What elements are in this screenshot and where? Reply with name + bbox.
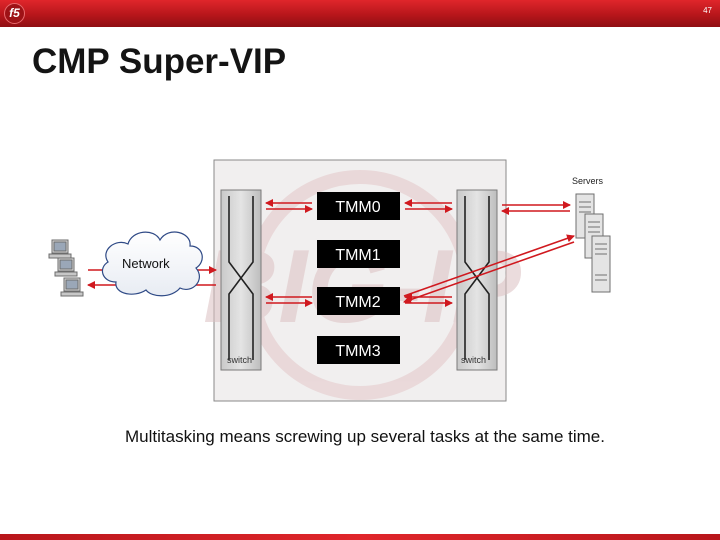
header-bar: f5 47 [0,0,720,27]
tmm-0-label: TMM0 [335,199,380,216]
tmm-0: TMM0 [317,192,400,220]
tmm-2-label: TMM2 [335,294,380,311]
switch-right-label: switch [461,355,486,365]
network-label: Network [122,256,170,271]
switch-left-label: switch [227,355,252,365]
tmm-3-label: TMM3 [335,343,380,360]
f5-logo: f5 [4,3,25,24]
client-computers-icon [48,239,84,297]
right-switch: switch [456,189,498,371]
page-number: 47 [703,6,712,15]
network-cloud: Network [101,231,203,297]
left-switch: switch [220,189,262,371]
slide-caption: Multitasking means screwing up several t… [125,427,605,446]
servers-icon [575,193,611,293]
tmm-1-label: TMM1 [335,247,380,264]
servers-label: Servers [572,176,604,186]
tmm-2: TMM2 [317,287,400,315]
tmm-3: TMM3 [317,336,400,364]
tmm-1: TMM1 [317,240,400,268]
slide-title: CMP Super-VIP [32,42,287,81]
footer-bar [0,534,720,540]
